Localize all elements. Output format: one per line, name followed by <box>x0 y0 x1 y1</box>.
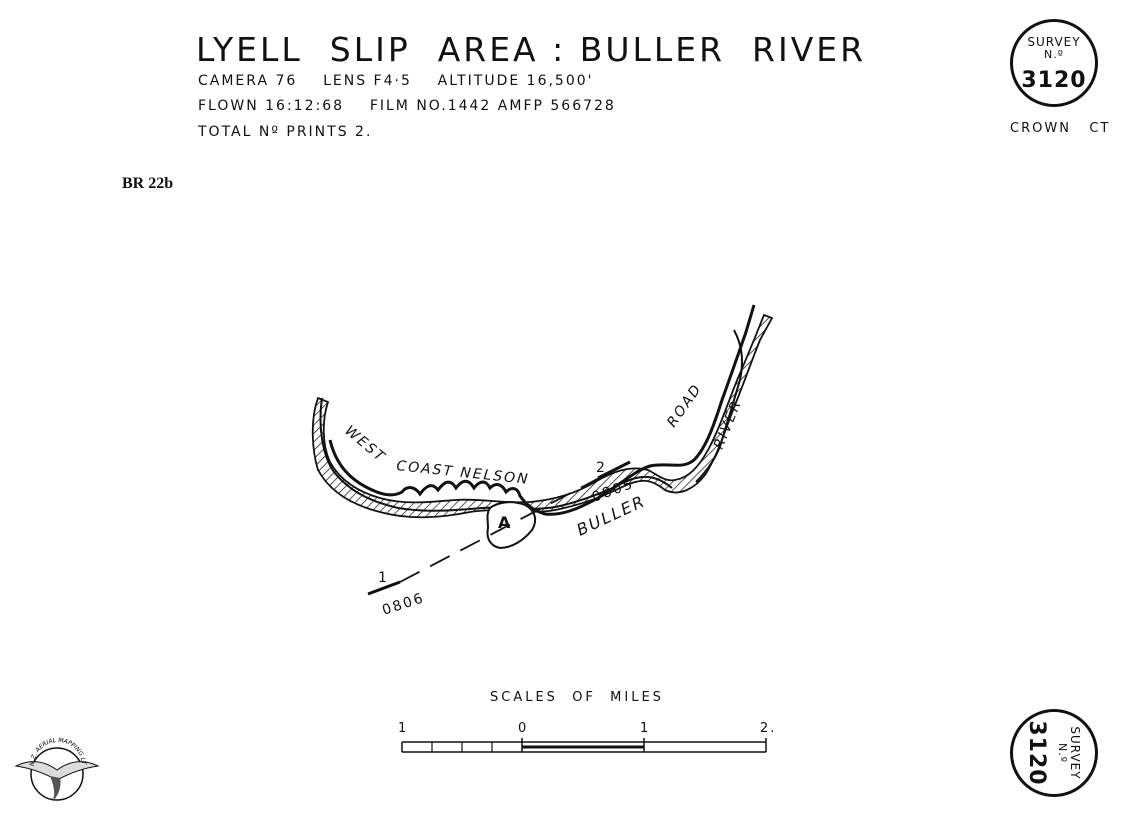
print-2-number: 2 <box>596 460 607 476</box>
river-bank-hatched <box>311 313 774 519</box>
reference-code: BR 22b <box>122 175 174 192</box>
label-coast-nelson: COAST NELSON <box>396 458 531 488</box>
camera-info: CAMERA 76 LENS F4·5 ALTITUDE 16,500' <box>198 73 594 89</box>
river-line <box>319 397 673 512</box>
scale-tick-2: 2. <box>760 721 776 736</box>
flight-line <box>399 461 631 583</box>
survey-label: SURVEY <box>1027 35 1081 49</box>
river-east-bank <box>695 329 743 483</box>
print-1-code: 0806 <box>380 590 426 619</box>
scale-tick-0: 0 <box>518 721 528 736</box>
label-west: WEST <box>341 423 388 466</box>
map-title: LYELL SLIP AREA : BULLER RIVER <box>196 30 867 69</box>
slip-area <box>486 501 537 550</box>
label-river: RIVER <box>711 397 745 451</box>
scale-bar <box>401 738 767 753</box>
survey-number: 3120 <box>1021 68 1087 93</box>
road-line <box>328 304 756 516</box>
crown-label: CROWN CT <box>1010 121 1111 136</box>
survey-no-label: N.º <box>1044 48 1064 61</box>
slip-label: A <box>498 513 512 532</box>
flight-info: FLOWN 16:12:68 FILM NO.1442 AMFP 566728 <box>198 98 616 114</box>
scale-tick-1: 1 <box>640 721 650 736</box>
prints-info: TOTAL Nº PRINTS 2. <box>198 124 373 140</box>
label-road: ROAD <box>664 381 705 430</box>
print-1-mark <box>367 580 401 596</box>
print-1-number: 1 <box>378 570 389 586</box>
survey-badge-top: SURVEY N.º 3120 <box>1010 19 1098 107</box>
print-2-mark <box>597 460 631 480</box>
scale-tick-1-left: 1 <box>398 721 408 736</box>
scale-title: SCALES OF MILES <box>490 690 664 705</box>
aerial-mapping-logo: N.Z. AERIAL MAPPING LTD. <box>12 736 100 802</box>
